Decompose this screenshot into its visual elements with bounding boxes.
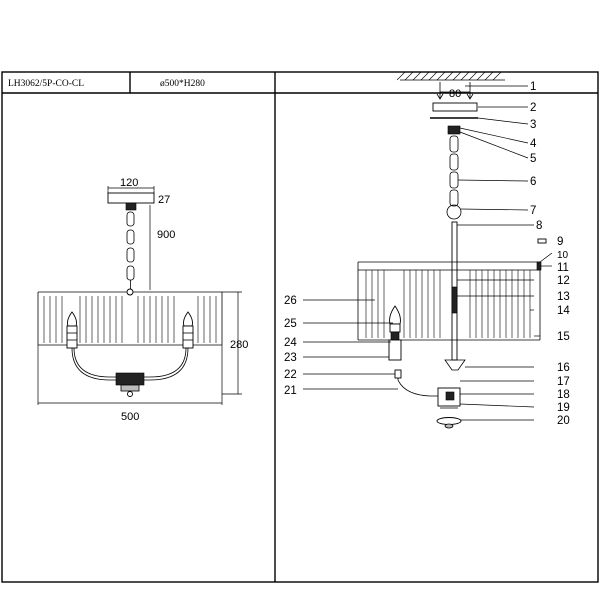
- part-number: 3: [530, 119, 536, 131]
- part-number: 6: [530, 176, 536, 188]
- dim-height: 280: [230, 339, 248, 351]
- part-number: 17: [557, 376, 570, 388]
- part-number: 1: [530, 81, 536, 93]
- chain: [126, 211, 135, 290]
- part-number: 8: [536, 220, 542, 232]
- left-bulb: [66, 311, 78, 349]
- part-number: 2: [530, 102, 536, 114]
- model-number: LH3062/5P-CO-CL: [8, 79, 84, 89]
- part-number: 10: [557, 250, 569, 261]
- bottom-cap: [444, 359, 466, 371]
- part-number: 15: [557, 331, 570, 343]
- finial-disc: [436, 417, 462, 425]
- part-number: 21: [284, 385, 297, 397]
- leader-lines: [303, 85, 553, 421]
- dim-canopy-height: 27: [158, 194, 170, 206]
- part-number: 23: [284, 352, 297, 364]
- part-number: 7: [530, 205, 536, 217]
- part-number: 20: [557, 415, 570, 427]
- dim-canopy-width: 120: [120, 177, 138, 189]
- part-number: 11: [557, 262, 569, 274]
- right-chain: [446, 135, 462, 220]
- part-number: 13: [557, 291, 570, 303]
- right-exploded-view: 80: [284, 71, 570, 429]
- part-number: 25: [284, 318, 297, 330]
- canopy-cup: [125, 202, 137, 211]
- part-number: 12: [557, 275, 570, 287]
- mounting-bracket: [432, 102, 478, 112]
- right-shade-rods: [365, 270, 531, 338]
- part-number: 5: [530, 153, 536, 165]
- left-assembly-view: 120 27 900: [37, 177, 248, 423]
- dim-mount: 80: [449, 88, 461, 100]
- part-number: 18: [557, 389, 570, 401]
- part-number: 22: [284, 369, 297, 381]
- part-number: 24: [284, 337, 297, 349]
- canopy-nut: [447, 125, 461, 135]
- part-number: 14: [557, 305, 570, 317]
- arm: [397, 372, 438, 397]
- canopy: [107, 192, 155, 204]
- right-view-bulb: [388, 305, 402, 361]
- center-hub: [115, 372, 145, 386]
- size-spec: ø500*H280: [160, 79, 205, 89]
- outer-frame: [1, 71, 599, 583]
- right-bulb: [182, 311, 194, 349]
- shade-rods: [43, 296, 217, 343]
- small-part-9: [537, 238, 547, 244]
- part-number: 16: [557, 362, 570, 374]
- dim-diameter: 500: [121, 411, 139, 423]
- part-number: 19: [557, 402, 570, 414]
- part-number: 26: [284, 295, 297, 307]
- part-number: 9: [557, 236, 563, 248]
- dim-chain-length: 900: [157, 229, 175, 241]
- part-number: 4: [530, 138, 537, 150]
